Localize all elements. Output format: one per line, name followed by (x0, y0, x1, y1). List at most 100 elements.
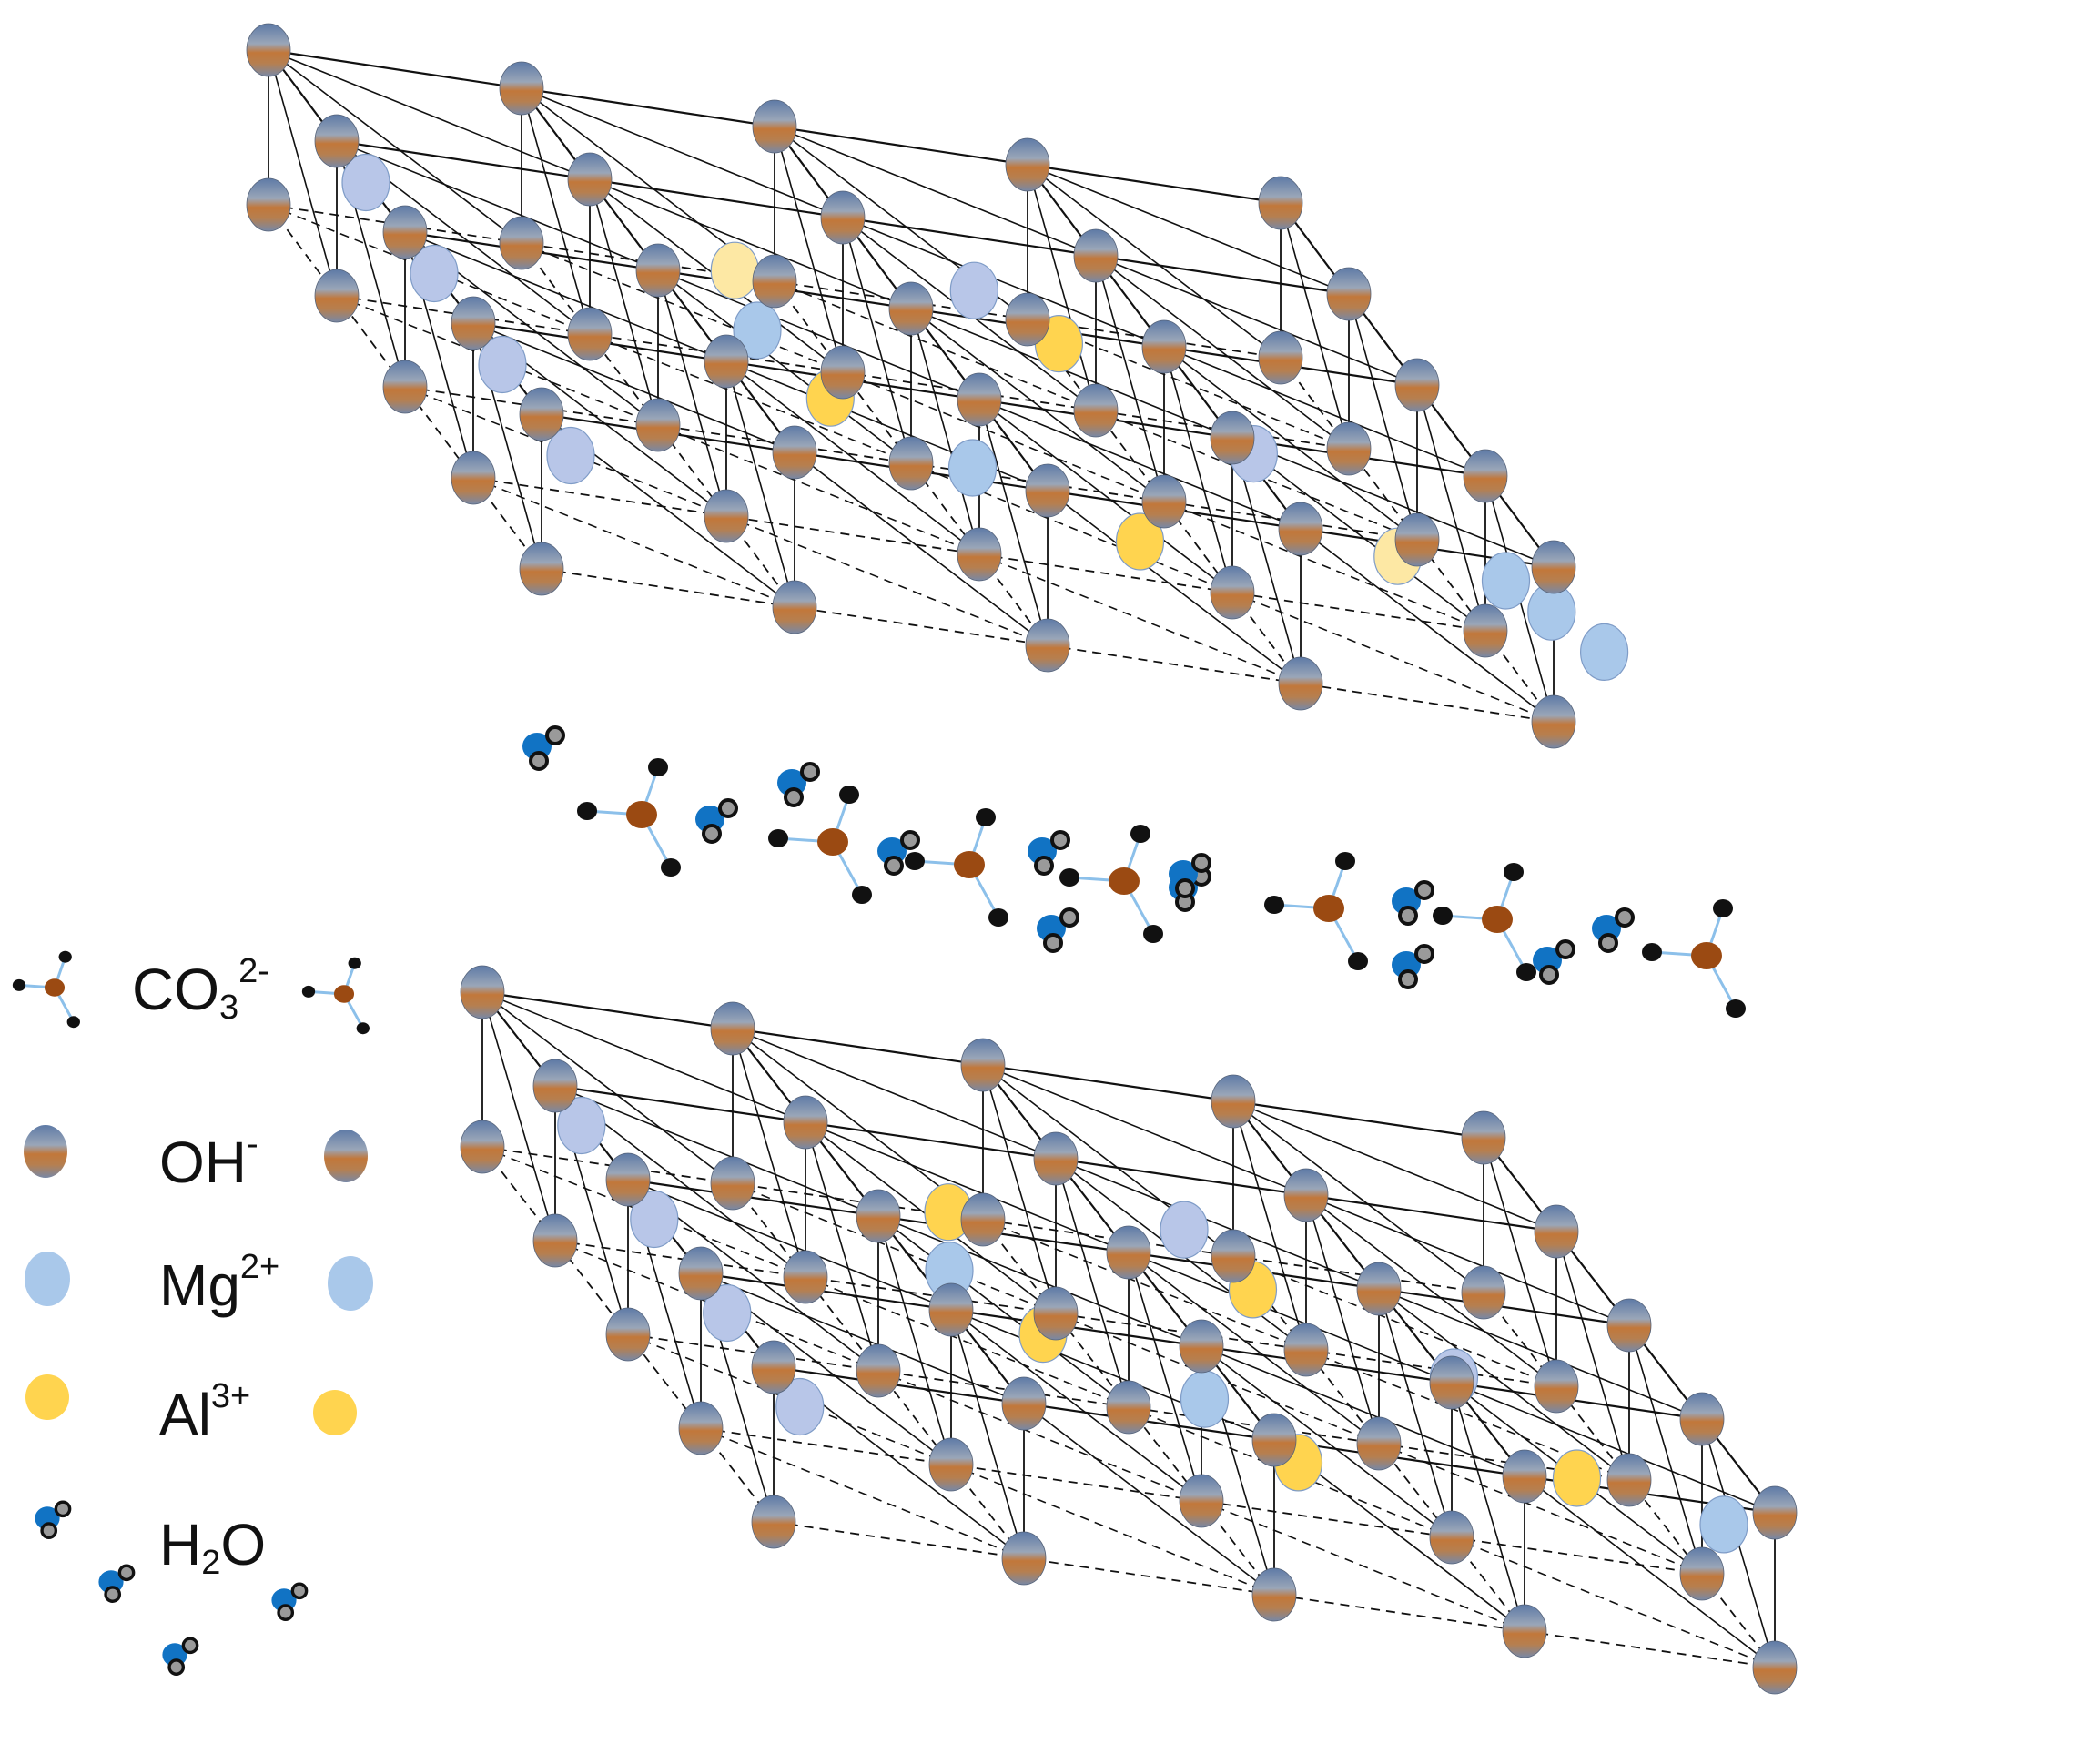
carbonate-carbon (817, 828, 848, 856)
lattice-bond (1163, 346, 1233, 593)
lattice-bond (1201, 1345, 1453, 1538)
water-hydrogen (1191, 853, 1211, 873)
water-hydrogen (117, 1564, 136, 1582)
hydroxide-sphere (1283, 1323, 1329, 1377)
hydroxide-sphere (1005, 137, 1050, 192)
hydroxide-sphere (1211, 1229, 1256, 1283)
hydroxide-sphere (499, 216, 544, 270)
carbonate-ion (905, 808, 1008, 927)
hydroxide-sphere (519, 387, 564, 441)
hydroxide-sphere (1211, 1074, 1256, 1129)
carbonate-ion (577, 758, 681, 877)
carbonate-oxygen (1264, 896, 1284, 914)
water-molecule (1169, 853, 1211, 898)
hydroxide-sphere (451, 451, 496, 505)
magnesium-ion (733, 301, 782, 360)
lattice-bond-dashed (1451, 1536, 1776, 1668)
lattice-bond (1201, 1345, 1525, 1477)
lattice-bond-dashed (657, 424, 980, 555)
water-hydrogen (1059, 907, 1079, 928)
hydroxide-sphere (1141, 474, 1187, 529)
carbonate-ion (1642, 899, 1746, 1018)
water-molecule (877, 830, 920, 876)
hydroxide-sphere (1502, 1449, 1547, 1504)
carbonate-oxygen (12, 978, 26, 991)
lattice-bond (1027, 164, 1282, 359)
hydroxide-sphere (1141, 319, 1187, 374)
carbonate-carbon (626, 801, 657, 828)
magnesium-ion (557, 1096, 606, 1155)
lattice-bond-dashed (589, 333, 912, 464)
lattice-bond (950, 1309, 1202, 1502)
lattice-bond (481, 991, 734, 1184)
lattice-bond-dashed (950, 1464, 1275, 1596)
lattice-bond-dashed (1305, 1349, 1630, 1481)
lattice-bond-dashed (725, 515, 1049, 646)
lattice-bond (627, 1179, 952, 1311)
water-molecule (522, 725, 565, 771)
hydroxide-sphere (1356, 1416, 1402, 1471)
carbonate-oxygen (661, 858, 681, 877)
lattice-bond (725, 360, 795, 608)
lattice-bond (589, 178, 912, 309)
hydroxide-sphere (957, 527, 1002, 582)
magnesium-ion (546, 426, 595, 485)
lattice-bond (1280, 202, 1350, 450)
carbonate-carbon (1313, 895, 1344, 922)
aluminium-ion (1115, 512, 1165, 571)
aluminium-ion (1552, 1449, 1602, 1507)
water-molecule (1392, 880, 1434, 926)
lattice-bond (657, 269, 912, 464)
water-molecule-icon (98, 1564, 136, 1603)
hydroxide-sphere (314, 269, 360, 323)
legend-carbonate-label: CO32- (132, 952, 269, 1027)
lattice-bond (1300, 528, 1555, 723)
hydroxide-sphere (382, 360, 428, 414)
lattice-bond (1047, 490, 1302, 684)
lattice-bond (1095, 255, 1418, 386)
lattice-bond (657, 269, 980, 400)
hydroxide-sphere (605, 1152, 651, 1207)
water-molecule-icon (271, 1582, 309, 1621)
lattice-bond (1305, 1194, 1380, 1445)
hydroxide-sphere (820, 345, 866, 400)
hydroxide-sphere (1502, 1604, 1547, 1658)
hydroxide-sphere (1534, 1204, 1579, 1259)
carbonate-ion-icon (301, 957, 370, 1035)
lattice-bond (1378, 1288, 1630, 1481)
hydroxide-sphere (960, 1192, 1006, 1247)
lattice-bond-dashed (472, 477, 795, 608)
lattice-bond (1231, 437, 1486, 632)
water-molecule (1592, 907, 1635, 953)
hydroxide-sphere (704, 489, 749, 543)
carbonate-oxygen (1642, 943, 1662, 961)
hydroxide-sphere (1429, 1510, 1474, 1565)
lattice-bond (1305, 1194, 1630, 1326)
water-molecule-icon (35, 1500, 72, 1539)
hydroxide-sphere (1752, 1640, 1798, 1695)
lattice-bond-dashed (1027, 319, 1302, 684)
aluminium-ion-icon (25, 1374, 69, 1420)
lattice-bond (404, 231, 727, 362)
hydroxide-sphere (1531, 694, 1576, 749)
lattice-bond-dashed (700, 1427, 1025, 1559)
hydroxide-sphere (1179, 1474, 1224, 1528)
lattice-bond (732, 1028, 806, 1278)
carbonate-oxygen (1059, 868, 1079, 887)
hydroxide-sphere (1679, 1546, 1725, 1601)
magnesium-ion (410, 244, 459, 303)
lattice-bond (1232, 1100, 1484, 1293)
lattice-bond (982, 1064, 1057, 1314)
lattice-bond (805, 1121, 1130, 1253)
lattice-bond (1232, 1100, 1307, 1351)
water-hydrogen (545, 725, 565, 745)
lattice-bond (910, 308, 1165, 502)
hydroxide-sphere (1179, 1319, 1224, 1374)
magnesium-ion (949, 261, 998, 319)
lattice-bond (657, 269, 727, 517)
carbonate-ion (1433, 863, 1536, 981)
lattice-bond (877, 1215, 952, 1465)
hydroxide-sphere (567, 307, 613, 361)
carbonate-oxygen (348, 957, 361, 969)
lattice-bond (521, 87, 844, 218)
